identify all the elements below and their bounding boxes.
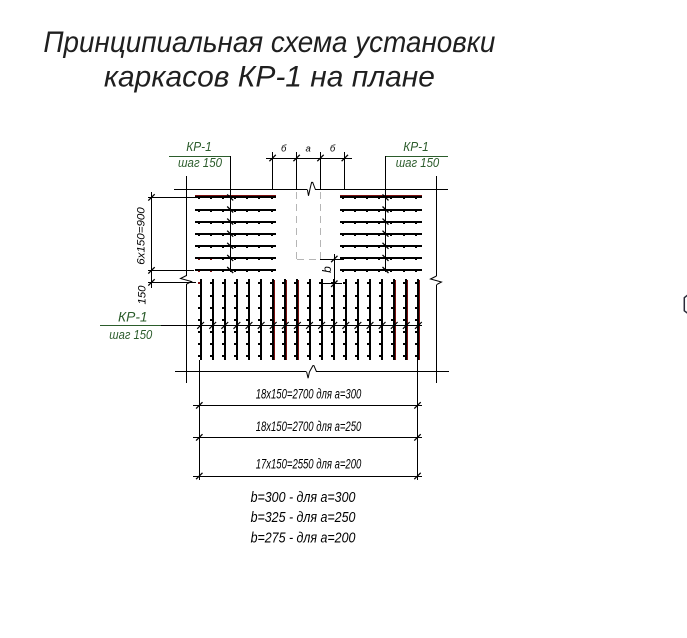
svg-text:b=325 - для а=250: b=325 - для а=250 [251,510,356,526]
svg-text:б: б [330,144,336,155]
svg-text:шаг 150: шаг 150 [109,328,152,342]
svg-text:шаг 150: шаг 150 [178,156,222,170]
svg-text:КР-1: КР-1 [118,309,148,324]
svg-text:Принципиальная схема установки: Принципиальная схема установки [43,26,495,59]
svg-text:b=275 - для а=200: b=275 - для а=200 [251,531,356,547]
svg-text:каркасов КР-1 на плане: каркасов КР-1 на плане [104,61,435,94]
svg-text:КР-1: КР-1 [403,139,429,154]
svg-text:а: а [305,144,310,155]
svg-text:b: b [320,266,334,273]
svg-text:КР-1: КР-1 [186,139,212,154]
svg-text:б: б [281,144,287,155]
svg-text:18x150=2700 для а=300: 18x150=2700 для а=300 [256,387,362,402]
svg-text:150: 150 [136,286,148,305]
svg-text:18x150=2700 для а=250: 18x150=2700 для а=250 [256,419,362,434]
svg-text:6x150=900: 6x150=900 [135,207,147,265]
svg-text:b=300 - для а=300: b=300 - для а=300 [251,490,356,506]
svg-text:шаг 150: шаг 150 [396,156,440,170]
svg-text:17x150=2550 для а=200: 17x150=2550 для а=200 [256,457,362,472]
